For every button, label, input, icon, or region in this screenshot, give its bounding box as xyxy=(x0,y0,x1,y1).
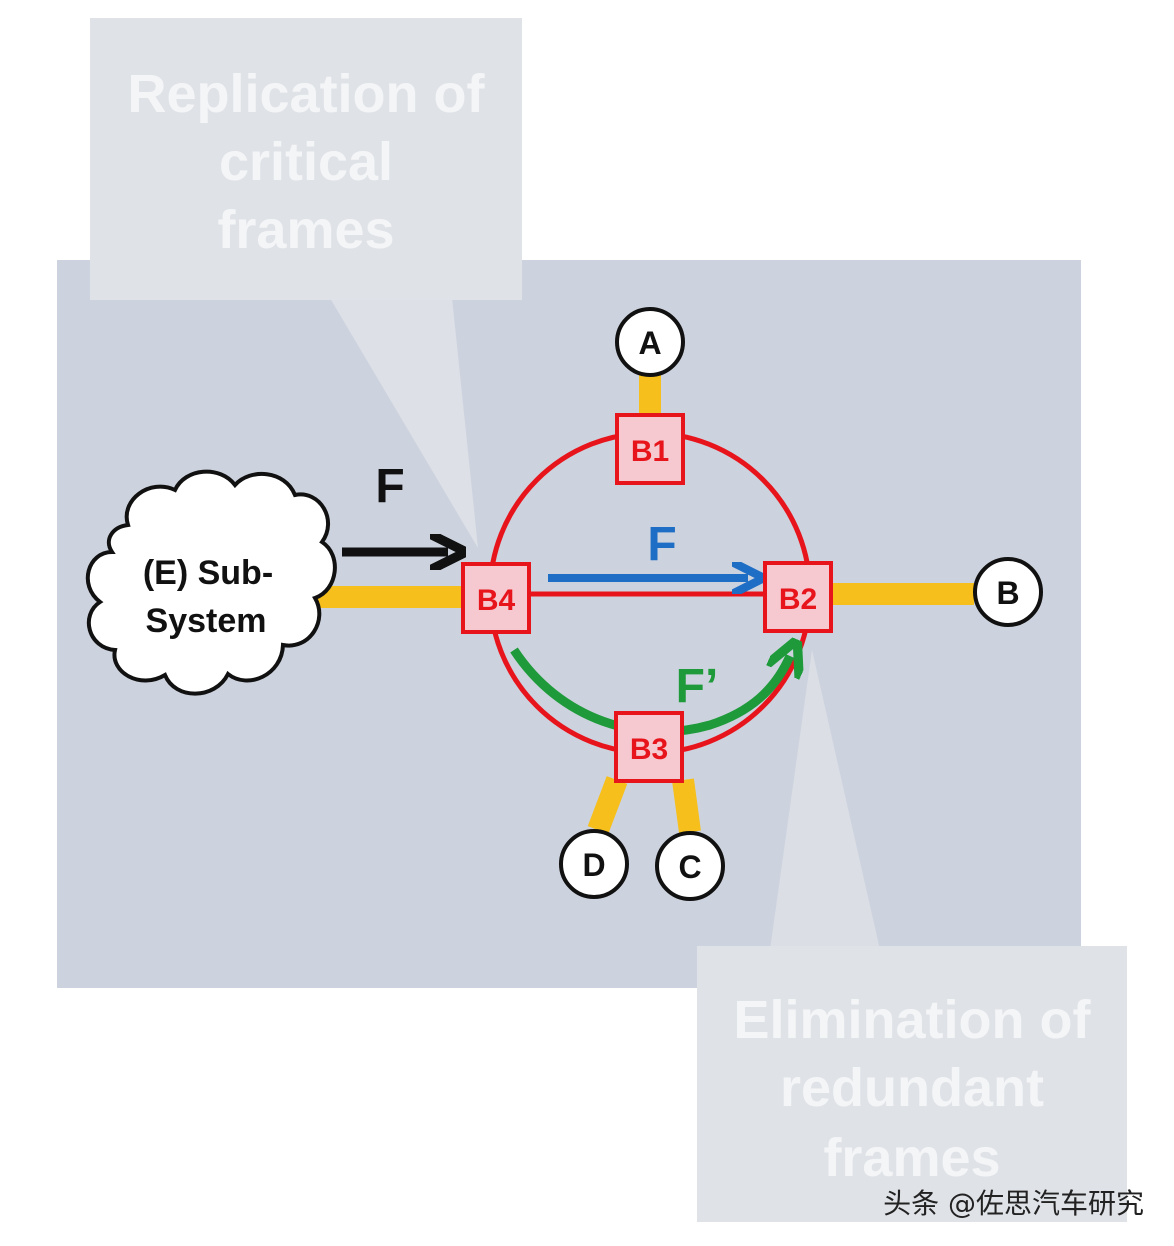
end-node-a: A xyxy=(615,307,685,377)
incoming-arrow-label: F xyxy=(375,460,404,513)
end-node-a-circle xyxy=(615,307,685,377)
bridge-b4-box xyxy=(461,562,531,634)
link-b3-d xyxy=(587,776,628,834)
forward-arrow-label: F xyxy=(647,518,676,571)
end-node-d-circle xyxy=(559,829,629,899)
top-callout-line-2: critical xyxy=(219,132,393,192)
bridge-b4-label: B4 xyxy=(477,584,516,617)
end-node-d: D xyxy=(559,829,629,899)
bridge-b2-box xyxy=(763,561,833,633)
top-callout-line-3: frames xyxy=(217,200,394,260)
bridge-b3-label: B3 xyxy=(630,733,668,766)
end-node-b: B xyxy=(973,557,1043,627)
end-node-a-label: A xyxy=(638,325,661,361)
bridge-b2-label: B2 xyxy=(779,583,817,616)
bottom-callout: Elimination of redundant frames xyxy=(697,650,1127,1222)
top-callout-box xyxy=(90,18,522,300)
bottom-callout-line-2: redundant xyxy=(780,1058,1044,1118)
end-node-d-label: D xyxy=(582,847,605,883)
replica-arrow-label: F’ xyxy=(676,660,719,713)
subsystem-cloud-shape xyxy=(85,469,337,696)
bridge-b3-box xyxy=(614,711,684,783)
links xyxy=(315,372,974,834)
bridge-b1-label: B1 xyxy=(631,435,669,468)
subsystem-cloud: (E) Sub- System xyxy=(85,469,337,696)
bridge-b4: B4 xyxy=(461,562,531,634)
end-node-c: C xyxy=(655,831,725,901)
bottom-callout-line-3: frames xyxy=(823,1128,1000,1188)
end-node-c-label: C xyxy=(678,849,701,885)
top-callout: Replication of critical frames xyxy=(90,18,522,548)
bottom-callout-line-1: Elimination of xyxy=(734,990,1092,1050)
replica-arrow xyxy=(510,650,790,737)
bridge-b1: B1 xyxy=(615,413,685,485)
bridge-b1-box xyxy=(615,413,685,485)
bridge-b3: B3 xyxy=(614,711,684,783)
top-callout-pointer xyxy=(330,298,478,548)
top-callout-line-1: Replication of xyxy=(127,64,485,124)
subsystem-label-line-1: (E) Sub- xyxy=(143,554,273,592)
subsystem-label-line-2: System xyxy=(146,602,267,640)
watermark: 头条 @佐思汽车研究 xyxy=(883,1187,1144,1220)
link-b3-c xyxy=(672,778,701,834)
bottom-callout-pointer xyxy=(770,650,880,950)
end-node-b-circle xyxy=(973,557,1043,627)
end-node-b-label: B xyxy=(996,575,1019,611)
bridge-b2: B2 xyxy=(763,561,833,633)
end-node-c-circle xyxy=(655,831,725,901)
bottom-callout-box xyxy=(697,946,1127,1222)
